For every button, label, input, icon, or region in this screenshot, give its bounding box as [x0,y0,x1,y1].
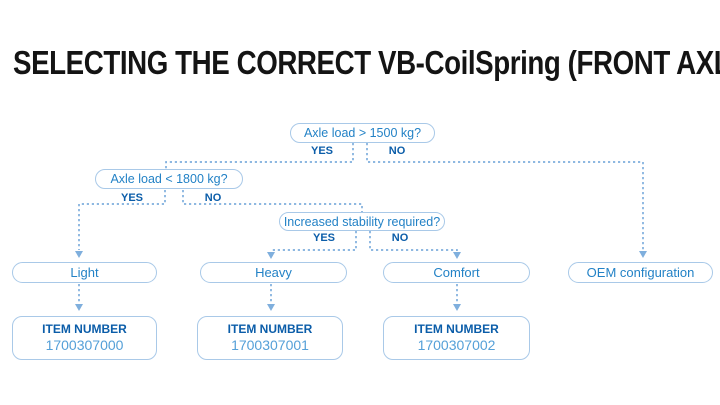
result-light: Light [12,262,157,283]
arrowhead [267,304,275,311]
result-heavy: Heavy [200,262,347,283]
result-comfort: Comfort [383,262,530,283]
item-number-box-comfort: ITEM NUMBER 1700307002 [383,316,530,360]
decision-axle-load-1800: Axle load < 1800 kg? [95,169,243,189]
decision-axle-load-1500: Axle load > 1500 kg? [290,123,435,143]
d1-no-label: NO [388,145,406,157]
result-oem-configuration: OEM configuration [568,262,713,283]
edge-d2-yes [78,190,166,250]
item-number-label: ITEM NUMBER [42,321,127,336]
item-number-box-heavy: ITEM NUMBER 1700307001 [197,316,343,360]
d2-yes-label: YES [120,192,144,204]
arrowhead [75,251,83,258]
arrowhead [267,252,275,259]
arrowhead [453,252,461,259]
edge-d1-no [366,143,644,250]
page-title: SELECTING THE CORRECT VB-CoilSpring (FRO… [13,44,720,81]
edge-d2-no [182,190,363,212]
decision-increased-stability: Increased stability required? [279,212,445,231]
item-number-value: 1700307001 [231,337,309,354]
d3-no-label: NO [391,232,409,244]
edge-d3-yes [270,231,357,251]
d1-yes-label: YES [310,145,334,157]
d3-yes-label: YES [312,232,336,244]
item-number-label: ITEM NUMBER [414,321,499,336]
item-number-label: ITEM NUMBER [227,321,313,336]
edge-d3-no [369,231,458,251]
arrowhead [639,251,647,258]
item-number-box-light: ITEM NUMBER 1700307000 [12,316,157,360]
d2-no-label: NO [204,192,222,204]
arrowhead [453,304,461,311]
arrowhead [75,304,83,311]
item-number-value: 1700307000 [45,337,124,354]
item-number-value: 1700307002 [417,337,496,354]
